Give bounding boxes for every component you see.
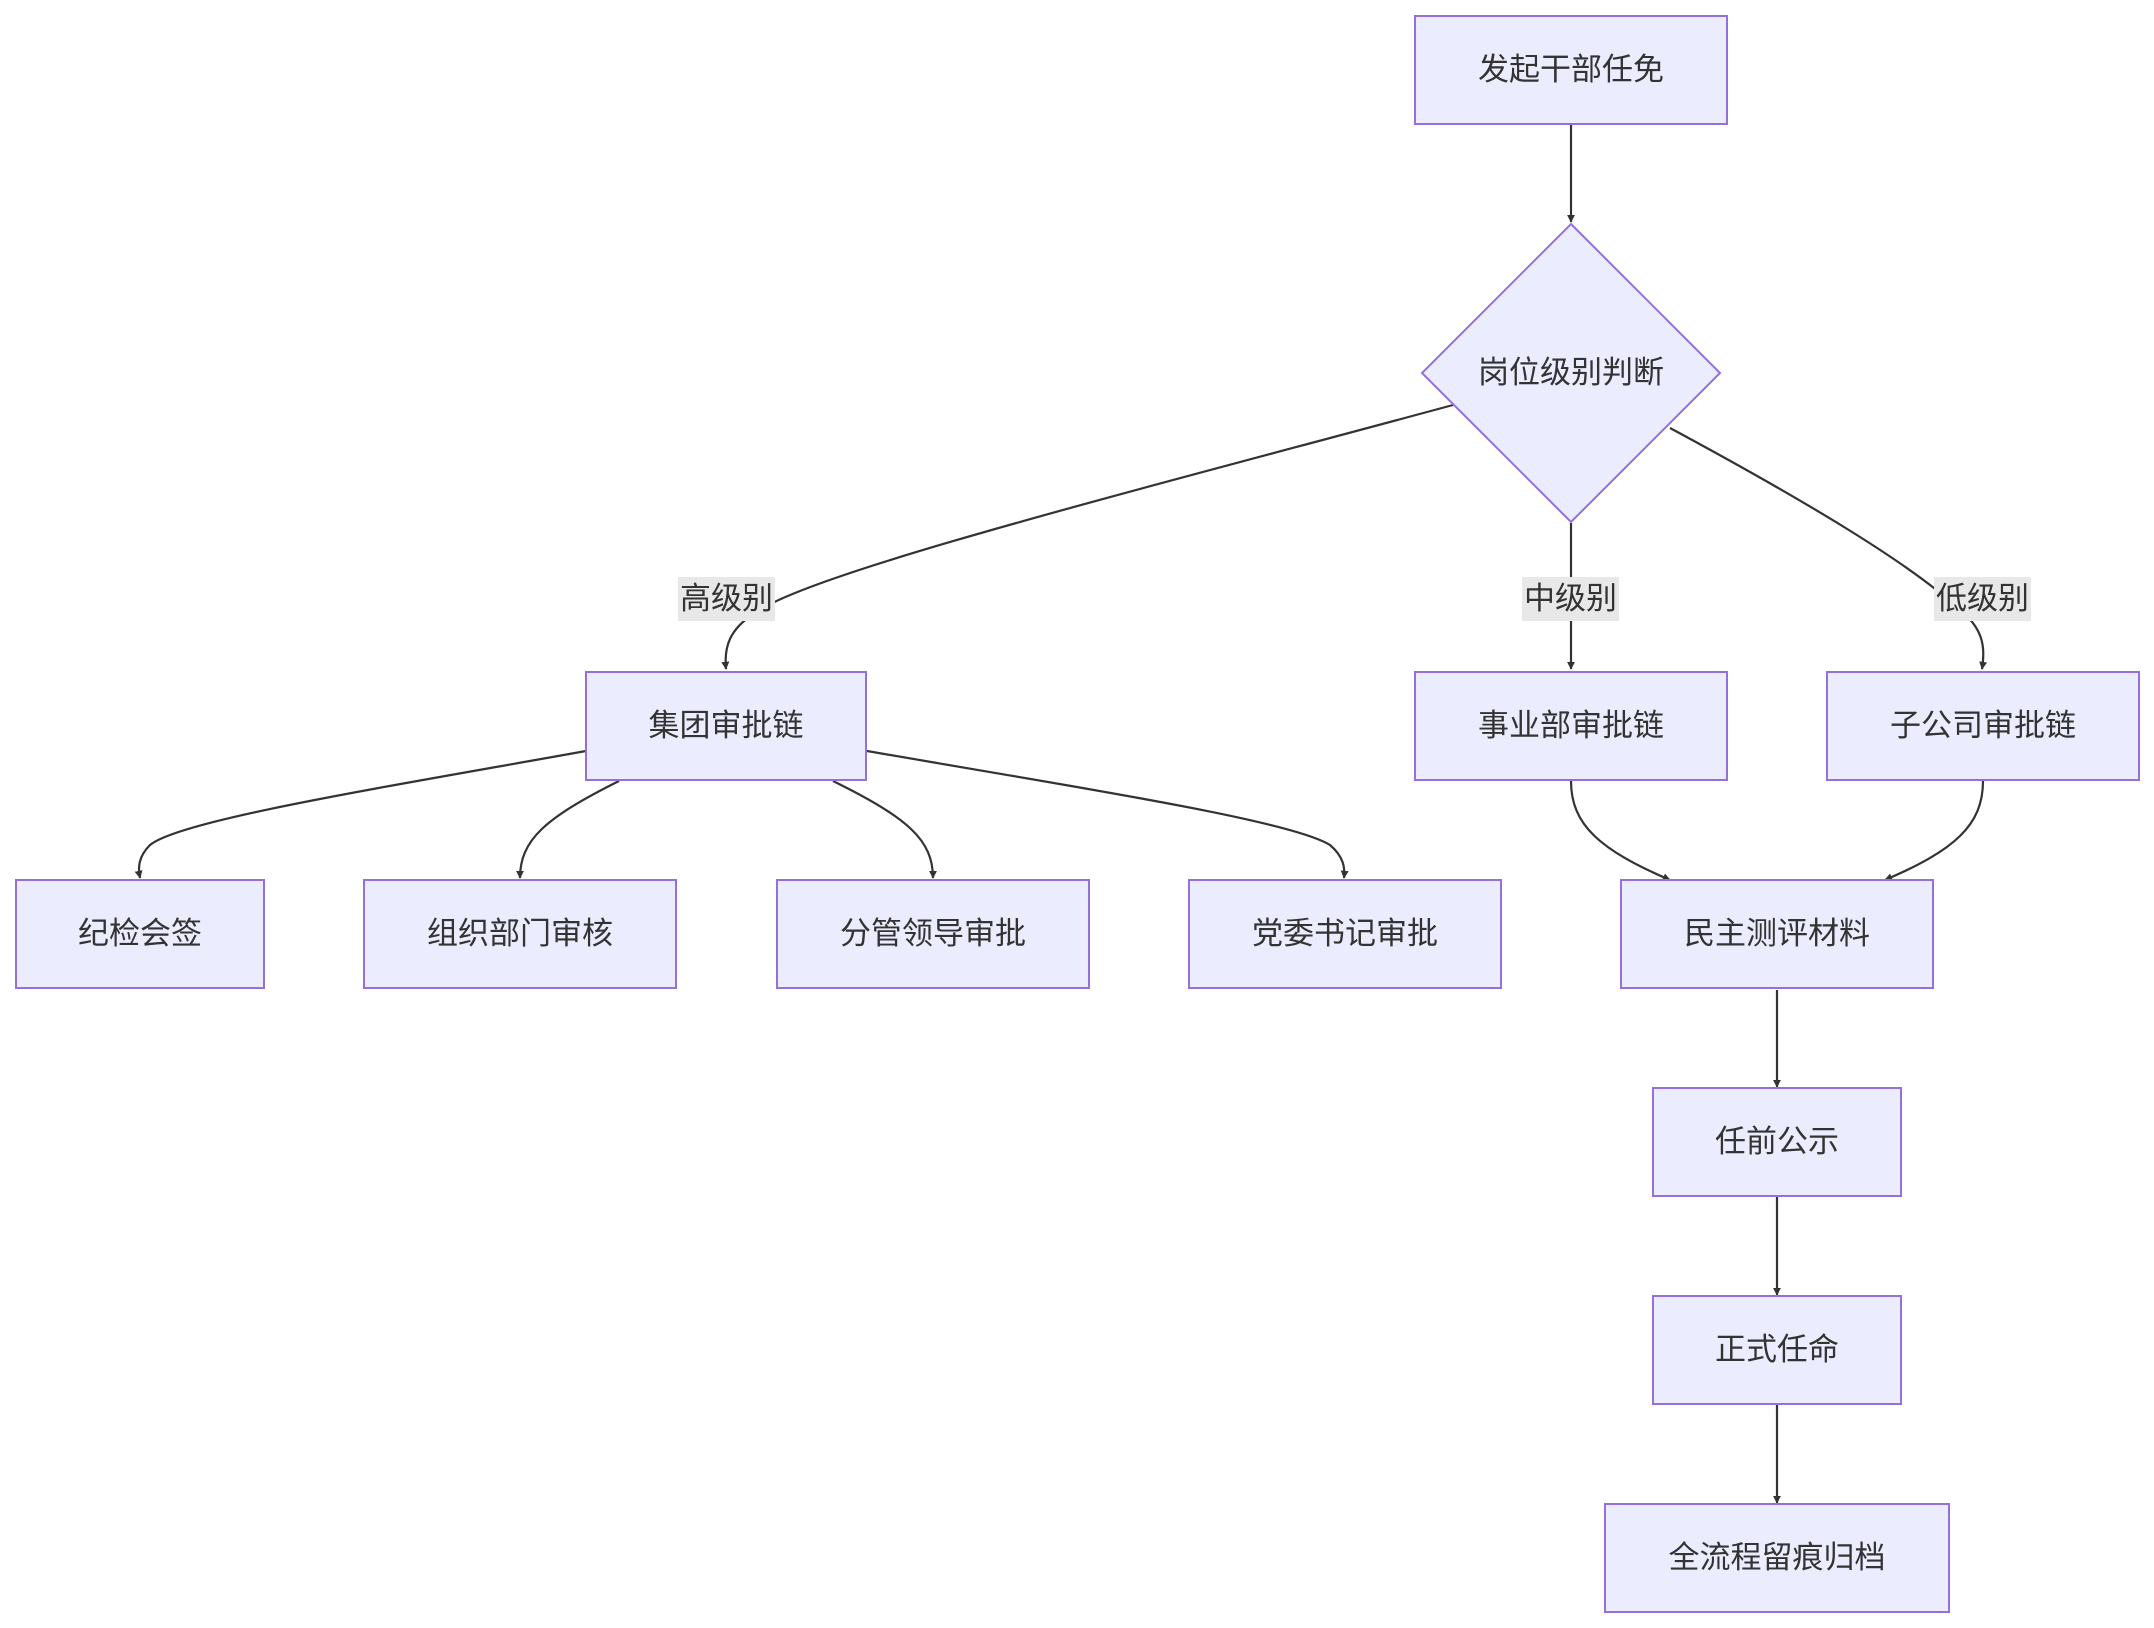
node-leader-approve-label: 分管领导审批: [840, 916, 1026, 952]
node-discipline-sign-label: 纪检会签: [78, 916, 202, 952]
node-archive[interactable]: 全流程留痕归档: [1604, 1503, 1950, 1613]
node-subsidiary-chain[interactable]: 子公司审批链: [1826, 671, 2140, 781]
edge-labels: 高级别 中级别 低级别: [678, 577, 2031, 621]
edges: [134, 125, 1988, 1504]
node-division-chain-label: 事业部审批链: [1478, 708, 1664, 744]
node-leader-approve[interactable]: 分管领导审批: [776, 879, 1090, 989]
node-subsidiary-chain-label: 子公司审批链: [1890, 708, 2076, 744]
node-decision[interactable]: 岗位级别判断: [1420, 222, 1722, 524]
node-democratic-eval[interactable]: 民主测评材料: [1620, 879, 1934, 989]
edge-group-to-discipline: [134, 749, 587, 879]
node-formal-appoint-label: 正式任命: [1715, 1332, 1839, 1368]
edge-label-low: 低级别: [1934, 577, 2031, 621]
node-start-label: 发起干部任免: [1478, 52, 1664, 88]
edge-label-high-text: 高级别: [680, 581, 773, 617]
edge-division-to-eval: [1569, 780, 1671, 882]
node-party-secretary-label: 党委书记审批: [1252, 916, 1438, 952]
node-discipline-sign[interactable]: 纪检会签: [15, 879, 265, 989]
edge-decision-to-group: [721, 403, 1454, 670]
edge-label-low-text: 低级别: [1936, 581, 2029, 617]
edge-label-high: 高级别: [678, 577, 775, 621]
node-pre-publicity-label: 任前公示: [1715, 1124, 1839, 1160]
node-org-review-label: 组织部门审核: [427, 916, 613, 952]
node-pre-publicity[interactable]: 任前公示: [1652, 1087, 1902, 1197]
nodes: 发起干部任免 岗位级别判断 集团审批链 事业部审批链 子公司审批链 纪检会签 组…: [15, 15, 2140, 1613]
node-start[interactable]: 发起干部任免: [1414, 15, 1728, 125]
node-division-chain[interactable]: 事业部审批链: [1414, 671, 1728, 781]
edge-label-mid: 中级别: [1522, 577, 1619, 621]
node-group-chain[interactable]: 集团审批链: [585, 671, 867, 781]
node-democratic-eval-label: 民主测评材料: [1684, 916, 1870, 952]
edge-subsidiary-to-eval: [1884, 780, 1985, 882]
edge-group-to-party: [866, 749, 1349, 879]
node-party-secretary[interactable]: 党委书记审批: [1188, 879, 1502, 989]
node-org-review[interactable]: 组织部门审核: [363, 879, 677, 989]
edge-label-mid-text: 中级别: [1524, 581, 1617, 617]
node-archive-label: 全流程留痕归档: [1669, 1540, 1886, 1576]
edge-group-to-org: [516, 780, 620, 879]
node-group-chain-label: 集团审批链: [649, 708, 804, 744]
edge-decision-to-subsidiary: [1669, 427, 1988, 670]
edge-group-to-leader: [832, 780, 937, 879]
node-formal-appoint[interactable]: 正式任命: [1652, 1295, 1902, 1405]
node-decision-label: 岗位级别判断: [1478, 355, 1664, 391]
